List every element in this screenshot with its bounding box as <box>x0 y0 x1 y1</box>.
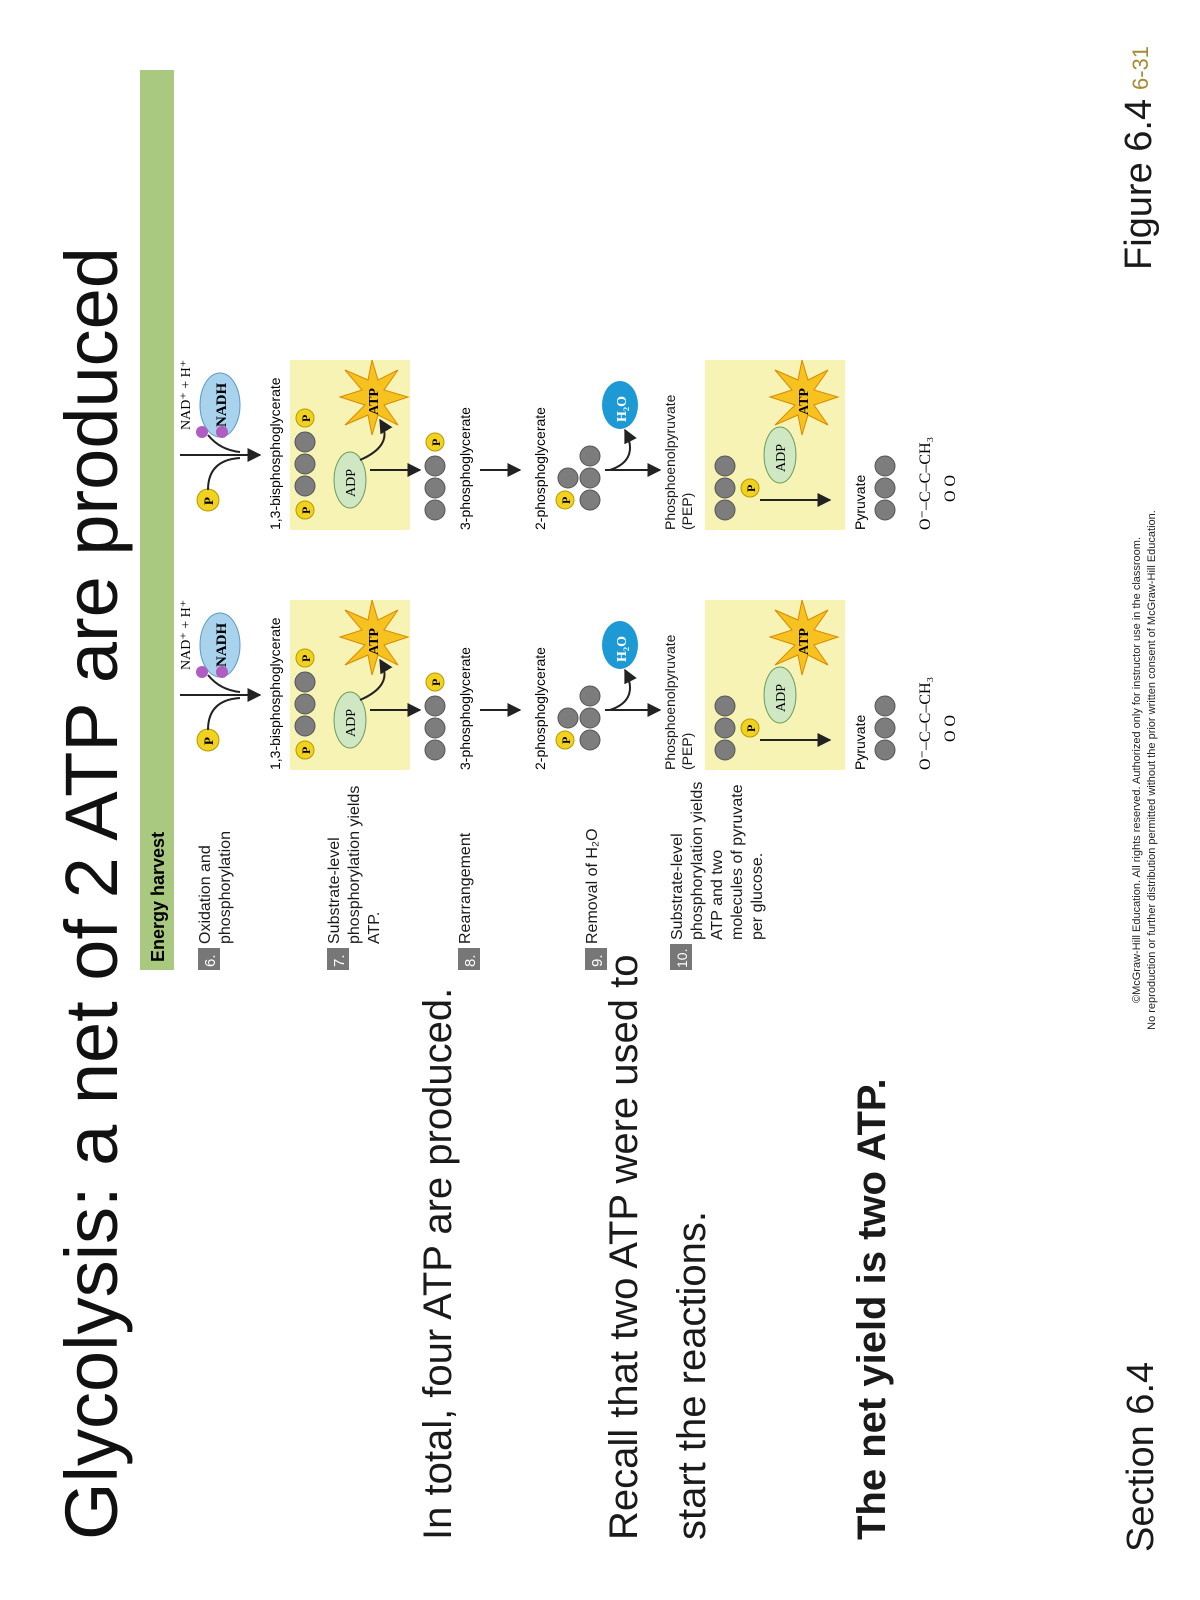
bullet-net-yield: The net yield is two ATP. <box>850 1078 894 1540</box>
copyright-notice: ©McGraw-Hill Education. All rights reser… <box>1130 370 1160 1170</box>
phosphate-label: P <box>299 415 313 422</box>
energy-harvest-label: Energy harvest <box>148 832 168 962</box>
bpg-label: 1,3-bisphosphoglycerate <box>267 377 283 530</box>
pg2-label: 2-phosphoglycerate <box>532 647 548 770</box>
nadh-label: NADH <box>214 383 230 427</box>
pathway-column-2: P NAD⁺ + H⁺ NADH 1,3-bisphosphoglycerate… <box>179 359 959 530</box>
water-label: H₂O <box>615 396 630 422</box>
pep-label: Phosphoenolpyruvate (PEP) <box>662 394 695 530</box>
nad-label: NAD⁺ + H⁺ <box>179 600 194 670</box>
copyright-line-1: ©McGraw-Hill Education. All rights reser… <box>1131 537 1143 1004</box>
step-6-number: 6. <box>202 954 219 967</box>
step-9-number: 9. <box>589 954 606 967</box>
section-label: Section 6.4 <box>1120 1361 1162 1552</box>
pg3-label: 3-phosphoglycerate <box>457 647 473 770</box>
slide-number: 6-31 <box>1128 45 1153 90</box>
step-6: 6. Oxidation and phosphorylation <box>197 831 234 970</box>
adp-label: ADP <box>344 709 359 737</box>
adp-label: ADP <box>774 684 789 712</box>
adp-icon <box>763 666 797 724</box>
pg2-label: 2-phosphoglycerate <box>532 407 548 530</box>
copyright-line-2: No reproduction or further distribution … <box>1146 510 1158 1030</box>
bullet-recall: Recall that two ATP were used to start t… <box>602 954 714 1541</box>
atp-label: ATP <box>797 388 812 415</box>
step-8-number: 8. <box>462 954 479 967</box>
phosphate-label: P <box>201 497 216 505</box>
step-8: 8. Rearrangement <box>457 832 480 970</box>
atp-burst-icon <box>768 359 840 436</box>
adp-icon <box>763 426 797 484</box>
atp-burst-icon <box>338 599 410 676</box>
phosphate-label: P <box>429 679 443 686</box>
step-10-label: Substrate-level phosphorylation yields A… <box>669 781 766 940</box>
phosphate-label: P <box>559 497 573 504</box>
phosphate-label: P <box>744 485 758 492</box>
phosphate-label: P <box>744 725 758 732</box>
bullet-total-atp: In total, four ATP are produced. <box>416 987 460 1540</box>
step-7-label: Substrate-level phosphorylation yields A… <box>326 785 383 944</box>
page-title: Glycolysis: a net of 2 ATP are produced <box>50 247 133 1540</box>
step-10-number: 10. <box>674 949 690 968</box>
step-6-label: Oxidation and phosphorylation <box>197 831 234 944</box>
pg3-label: 3-phosphoglycerate <box>457 407 473 530</box>
pyruvate-formula: O⁻–C–C–CH₃ <box>917 437 934 530</box>
figure-label: Figure 6.4 <box>1118 98 1160 270</box>
adp-label: ADP <box>344 469 359 497</box>
phosphate-label: P <box>299 507 313 514</box>
step-9: 9. Removal of H₂O <box>584 828 607 970</box>
atp-label: ATP <box>797 628 812 655</box>
bpg-label: 1,3-bisphosphoglycerate <box>267 617 283 770</box>
adp-icon <box>333 691 367 749</box>
step-9-label: Removal of H₂O <box>584 828 601 944</box>
pathway-column-1: P NAD⁺ + H⁺ NADH 1,3-bisphosphoglycerate… <box>179 599 959 770</box>
atp-label: ATP <box>367 388 382 415</box>
step-7-number: 7. <box>331 954 348 967</box>
adp-label: ADP <box>774 444 789 472</box>
pyruvate-formula: O⁻–C–C–CH₃ <box>917 677 934 770</box>
pyruvate-oxygens: O O <box>942 715 959 742</box>
phosphate-label: P <box>299 655 313 662</box>
pyruvate-label: Pyruvate <box>852 715 868 770</box>
water-icon <box>602 381 638 429</box>
water-label: H₂O <box>615 636 630 662</box>
step-10: 10. Substrate-level phosphorylation yiel… <box>669 781 766 970</box>
water-icon <box>602 621 638 669</box>
step-7: 7. Substrate-level phosphorylation yield… <box>326 785 383 970</box>
pyruvate-label: Pyruvate <box>852 475 868 530</box>
adp-icon <box>333 451 367 509</box>
nad-label: NAD⁺ + H⁺ <box>179 360 194 430</box>
energy-harvest-bar <box>140 70 174 970</box>
pep-label: Phosphoenolpyruvate (PEP) <box>662 634 695 770</box>
nadh-label: NADH <box>214 623 230 667</box>
phosphate-label: P <box>299 747 313 754</box>
atp-burst-icon <box>768 599 840 676</box>
glycolysis-figure: Energy harvest 6. Oxidation and phosphor… <box>140 70 1085 970</box>
pyruvate-oxygens: O O <box>942 475 959 502</box>
atp-burst-icon <box>338 359 410 436</box>
atp-label: ATP <box>367 628 382 655</box>
step-8-label: Rearrangement <box>457 832 474 944</box>
phosphate-label: P <box>201 737 216 745</box>
phosphate-label: P <box>429 439 443 446</box>
phosphate-label: P <box>559 737 573 744</box>
